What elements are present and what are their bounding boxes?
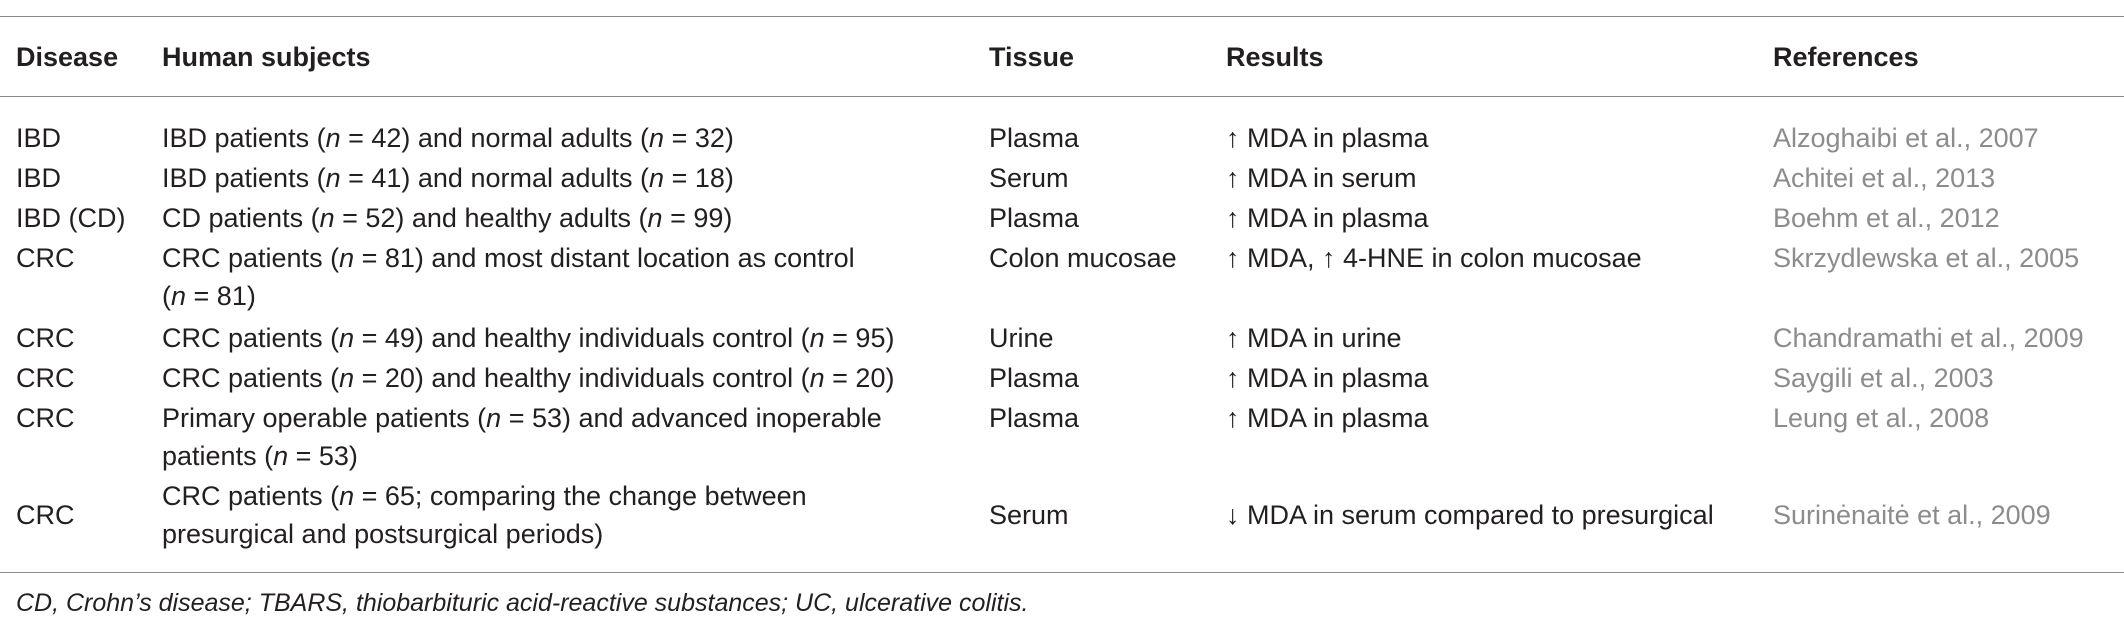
cell-human-subjects: IBD patients (n = 41) and normal adults … [162, 159, 734, 197]
n-symbol: n [649, 123, 665, 153]
cell-human-subjects: CD patients (n = 52) and healthy adults … [162, 199, 732, 237]
subjects-text: = 42) and normal adults ( [340, 123, 650, 153]
subjects-text: = 32) [664, 123, 734, 153]
n-symbol: n [325, 123, 341, 153]
cell-human-subjects: CRC patients (n = 81) and most distant l… [162, 239, 855, 277]
n-symbol: n [171, 281, 187, 311]
cell-disease: CRC [16, 243, 75, 273]
n-symbol: n [339, 243, 355, 273]
n-symbol: n [809, 363, 825, 393]
cell-result: ↑ MDA in urine [1226, 323, 1402, 353]
n-symbol: n [339, 481, 355, 511]
subjects-text: = 99) [662, 203, 733, 233]
header-human-subjects: Human subjects [162, 42, 371, 72]
cell-human-subjects: presurgical and postsurgical periods) [162, 515, 603, 553]
cell-tissue: Plasma [989, 123, 1080, 153]
cell-result: ↑ MDA in plasma [1226, 203, 1429, 233]
n-symbol: n [339, 363, 355, 393]
cell-disease: CRC [16, 323, 75, 353]
subjects-text: = 52) and healthy adults ( [334, 203, 648, 233]
subjects-text: = 49) and healthy individuals control ( [354, 323, 810, 353]
header-disease: Disease [16, 42, 119, 72]
n-symbol: n [649, 163, 665, 193]
n-symbol: n [339, 323, 355, 353]
n-symbol: n [647, 203, 663, 233]
subjects-text: = 53) [288, 441, 358, 471]
cell-result: ↓ MDA in serum compared to presurgical [1226, 500, 1714, 530]
subjects-text: = 53) and advanced inoperable [501, 403, 882, 433]
n-symbol: n [319, 203, 335, 233]
cell-result: ↑ MDA in plasma [1226, 363, 1429, 393]
cell-tissue: Serum [989, 163, 1069, 193]
cell-tissue: Colon mucosae [989, 243, 1177, 273]
cell-tissue: Serum [989, 500, 1069, 530]
subjects-text: = 20) and healthy individuals control ( [354, 363, 810, 393]
header-rule [0, 96, 2124, 97]
cell-human-subjects: Primary operable patients (n = 53) and a… [162, 399, 882, 437]
cell-human-subjects: (n = 81) [162, 277, 256, 315]
cell-reference: Alzoghaibi et al., 2007 [1773, 123, 2039, 153]
subjects-text: = 81) [186, 281, 256, 311]
subjects-text: presurgical and postsurgical periods) [162, 519, 604, 549]
cell-human-subjects: IBD patients (n = 42) and normal adults … [162, 119, 734, 157]
subjects-text: = 81) and most distant location as contr… [354, 243, 855, 273]
cell-reference: Skrzydlewska et al., 2005 [1773, 243, 2080, 273]
subjects-text: Primary operable patients ( [162, 403, 487, 433]
n-symbol: n [325, 163, 341, 193]
subjects-text: CD patients ( [162, 203, 320, 233]
subjects-text: patients ( [162, 441, 274, 471]
subjects-text: = 95) [824, 323, 895, 353]
cell-result: ↑ MDA in serum [1226, 163, 1417, 193]
cell-disease: CRC [16, 500, 75, 530]
cell-result: ↑ MDA, ↑ 4-HNE in colon mucosae [1226, 243, 1642, 273]
cell-human-subjects: CRC patients (n = 49) and healthy indivi… [162, 319, 894, 357]
cell-reference: Saygili et al., 2003 [1773, 363, 1994, 393]
cell-result: ↑ MDA in plasma [1226, 123, 1429, 153]
header-tissue: Tissue [989, 42, 1075, 72]
subjects-text: ( [162, 281, 171, 311]
n-symbol: n [809, 323, 825, 353]
header-references: References [1773, 42, 1919, 72]
cell-reference: Boehm et al., 2012 [1773, 203, 2000, 233]
cell-disease: CRC [16, 403, 75, 433]
cell-human-subjects: patients (n = 53) [162, 437, 358, 475]
cell-disease: IBD [16, 123, 62, 153]
n-symbol: n [486, 403, 502, 433]
cell-disease: IBD (CD) [16, 203, 126, 233]
cell-tissue: Plasma [989, 203, 1080, 233]
cell-reference: Leung et al., 2008 [1773, 403, 1990, 433]
cell-disease: IBD [16, 163, 62, 193]
cell-reference: Chandramathi et al., 2009 [1773, 323, 2084, 353]
cell-human-subjects: CRC patients (n = 65; comparing the chan… [162, 477, 807, 515]
subjects-text: CRC patients ( [162, 363, 340, 393]
cell-tissue: Plasma [989, 403, 1080, 433]
n-symbol: n [273, 441, 289, 471]
cell-result: ↑ MDA in plasma [1226, 403, 1429, 433]
cell-reference: Surinėnaitė et al., 2009 [1773, 500, 2051, 530]
subjects-text: = 41) and normal adults ( [340, 163, 650, 193]
table-bottom-rule [0, 572, 2124, 573]
subjects-text: IBD patients ( [162, 123, 326, 153]
table-footnote: CD, Crohn’s disease; TBARS, thiobarbitur… [16, 589, 1029, 617]
cell-reference: Achitei et al., 2013 [1773, 163, 1996, 193]
subjects-text: CRC patients ( [162, 323, 340, 353]
header-results: Results [1226, 42, 1324, 72]
cell-tissue: Plasma [989, 363, 1080, 393]
subjects-text: CRC patients ( [162, 243, 340, 273]
subjects-text: CRC patients ( [162, 481, 340, 511]
subjects-text: IBD patients ( [162, 163, 326, 193]
cell-tissue: Urine [989, 323, 1054, 353]
table-top-rule [0, 16, 2124, 17]
subjects-text: = 65; comparing the change between [354, 481, 807, 511]
subjects-text: = 20) [824, 363, 895, 393]
cell-human-subjects: CRC patients (n = 20) and healthy indivi… [162, 359, 894, 397]
subjects-text: = 18) [664, 163, 734, 193]
cell-disease: CRC [16, 363, 75, 393]
